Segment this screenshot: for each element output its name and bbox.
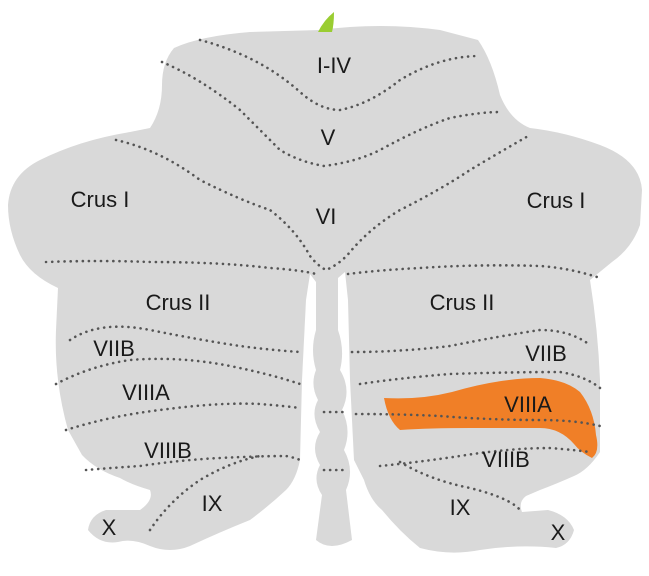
- label-crus-ii-right: Crus II: [430, 290, 495, 315]
- label-viib-left: VIIB: [93, 336, 135, 361]
- label-crus-ii-left: Crus II: [146, 290, 211, 315]
- label-ix-left: IX: [202, 491, 223, 516]
- label-ix-right: IX: [450, 495, 471, 520]
- top-marker: [318, 12, 334, 32]
- label-x-right: X: [551, 520, 566, 545]
- label-crus-i-right: Crus I: [527, 188, 586, 213]
- label-vi: VI: [316, 204, 337, 229]
- label-i-iv: I-IV: [317, 53, 352, 78]
- label-viiia-right: VIIIA: [504, 392, 552, 417]
- label-viiib-left: VIIIB: [144, 438, 192, 463]
- label-crus-i-left: Crus I: [71, 187, 130, 212]
- label-viiib-right: VIIIB: [482, 447, 530, 472]
- label-x-left: X: [102, 515, 117, 540]
- cerebellum-outline: [8, 26, 642, 553]
- label-viiia-left: VIIIA: [122, 380, 170, 405]
- label-viib-right: VIIB: [525, 341, 567, 366]
- label-v: V: [321, 125, 336, 150]
